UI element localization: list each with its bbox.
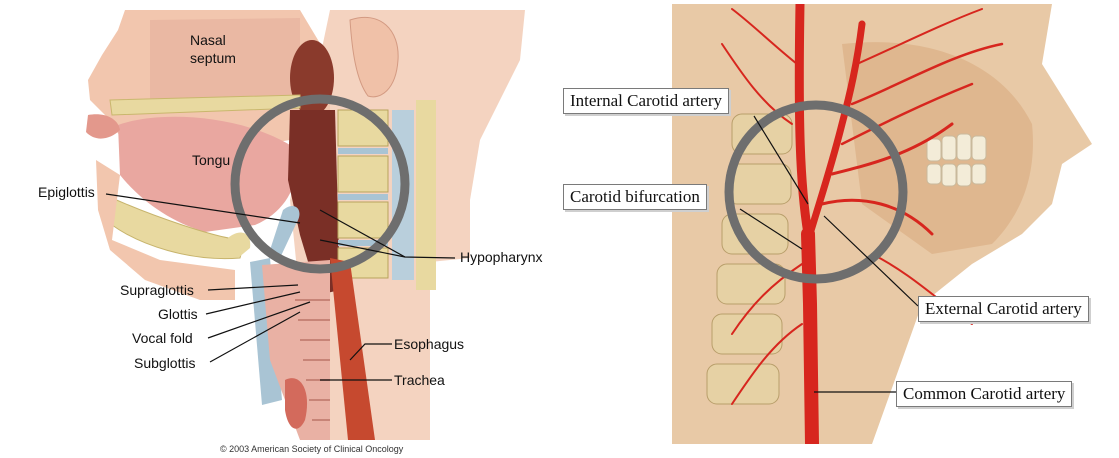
label-nasal-septum-1: Nasal [190, 32, 226, 48]
label-vocal-fold: Vocal fold [132, 330, 193, 346]
label-external-carotid-artery: External Carotid artery [918, 296, 1089, 322]
label-internal-carotid-artery: Internal Carotid artery [563, 88, 729, 114]
label-hypopharynx: Hypopharynx [460, 249, 543, 265]
label-tongue: Tongu [192, 152, 230, 168]
copyright-text: © 2003 American Society of Clinical Onco… [220, 444, 403, 454]
label-trachea: Trachea [394, 372, 445, 388]
sagittal-head-neck-illustration [0, 0, 560, 458]
label-epiglottis: Epiglottis [38, 184, 95, 200]
label-internal-carotid-text: Internal Carotid artery [564, 89, 728, 113]
common-carotid-artery [808, 234, 812, 444]
label-glottis: Glottis [158, 306, 198, 322]
label-common-carotid-text: Common Carotid artery [897, 382, 1071, 406]
label-external-carotid-text: External Carotid artery [919, 297, 1088, 321]
label-subglottis: Subglottis [134, 355, 195, 371]
label-carotid-bifurcation: Carotid bifurcation [563, 184, 707, 210]
label-common-carotid-artery: Common Carotid artery [896, 381, 1072, 407]
label-esophagus: Esophagus [394, 336, 464, 352]
label-supraglottis: Supraglottis [120, 282, 194, 298]
carotid-artery-illustration [672, 4, 1119, 444]
label-carotid-bifurcation-text: Carotid bifurcation [564, 185, 706, 209]
label-nasal-septum-2: septum [190, 50, 236, 66]
